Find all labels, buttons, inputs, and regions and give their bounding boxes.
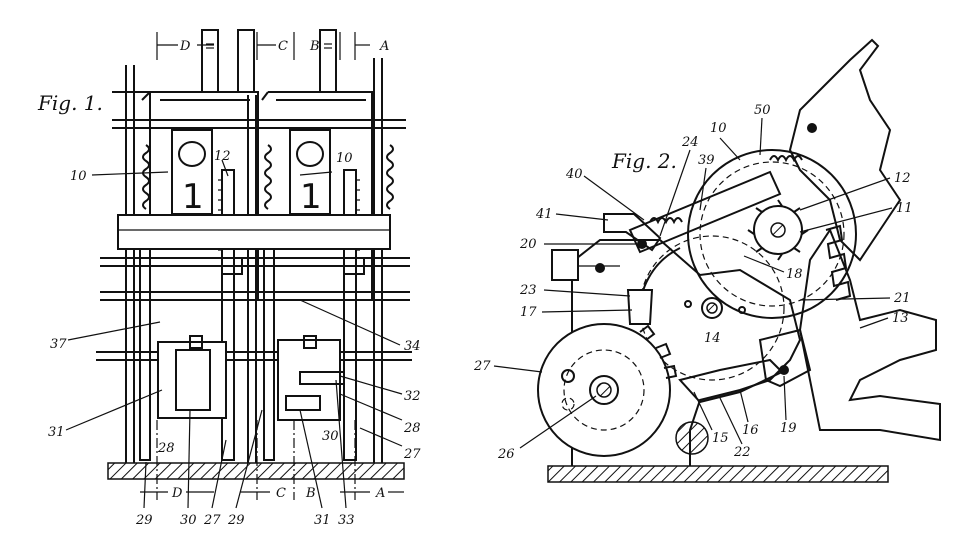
fig1-ref-27b: 27 <box>403 447 421 462</box>
fig2-ref-21: 21 <box>893 291 911 306</box>
fig1-ref-30b: 30 <box>322 429 339 444</box>
fig1-base-plate <box>107 462 405 480</box>
fig2-top-bracket <box>788 38 902 262</box>
fig2-ref-11: 11 <box>896 201 913 216</box>
fig2-ref-10: 10 <box>710 121 727 136</box>
fig2-pivot-19 <box>779 365 789 375</box>
fig2-ref-22: 22 <box>733 445 751 460</box>
fig2-ref-13: 13 <box>892 311 909 326</box>
fig2-title: Fig. 2. <box>611 149 677 173</box>
section-d-top: D <box>179 39 191 54</box>
section-b-bottom: B <box>305 486 316 501</box>
fig2-ref-23: 23 <box>519 283 537 298</box>
fig1-ref-30a: 30 <box>180 513 197 528</box>
fig1-ref-34: 34 <box>404 339 421 354</box>
fig1-cross-shafts <box>96 214 412 361</box>
fig2-shaft-section <box>675 421 709 455</box>
fig2-piece-17 <box>626 289 654 325</box>
section-c-bottom: C <box>276 486 286 501</box>
section-a-bottom: A <box>375 486 385 501</box>
fig1-section-markers-top: D C B A <box>156 32 389 60</box>
fig1-number-wheels: 1 1 <box>171 129 331 217</box>
fig2-ref-40: 40 <box>565 167 583 182</box>
fig2-rack-teeth <box>825 224 852 301</box>
fig2-ref-15: 15 <box>712 431 729 446</box>
fig2-ref-16: 16 <box>742 423 759 438</box>
fig1-center-lines <box>156 420 356 500</box>
fig1-top-bails <box>112 91 406 300</box>
fig2-ref-50: 50 <box>754 103 771 118</box>
fig2-ref-12: 12 <box>894 171 911 186</box>
section-a-top: A <box>379 39 389 54</box>
section-b-top: B <box>309 39 320 54</box>
fig2-ref-41: 41 <box>535 207 553 222</box>
fig2-wheel-10 <box>687 149 857 319</box>
fig2-ref-24: 24 <box>681 135 699 150</box>
fig2-pivot-top <box>807 123 817 133</box>
fig2-ref-39: 39 <box>698 153 715 168</box>
fig1-ref-32: 32 <box>404 389 421 404</box>
wheel-digit-left: 1 <box>182 177 204 217</box>
fig2-ref-14: 14 <box>704 331 721 346</box>
fig1-title: Fig. 1. <box>37 91 103 115</box>
fig1-ref-29a: 29 <box>135 513 153 528</box>
fig1-ref-10a: 10 <box>70 169 87 184</box>
fig1-ref-31b: 31 <box>314 513 331 528</box>
fig2-spring-50 <box>769 155 803 163</box>
fig2-block-23 <box>551 249 579 281</box>
fig2-frame-body <box>571 239 802 466</box>
fig2-wheel-10-inner <box>699 161 845 307</box>
figure-1: Fig. 1. D C B A <box>37 29 421 528</box>
fig2-pinion-12 <box>747 199 809 261</box>
fig2-ref-18: 18 <box>786 267 803 282</box>
wheel-digit-right: 1 <box>300 177 322 217</box>
fig1-ref-12: 12 <box>214 149 231 164</box>
fig2-ref-17: 17 <box>520 305 537 320</box>
fig1-ref-10b: 10 <box>336 151 353 166</box>
figure-2: Fig. 2. <box>473 38 941 483</box>
fig1-lower-blocks <box>157 257 365 421</box>
fig1-leader-lines <box>65 159 403 509</box>
fig1-ref-28b: 28 <box>403 421 421 436</box>
section-c-top: C <box>278 39 288 54</box>
fig2-ref-20: 20 <box>519 237 537 252</box>
fig1-ref-29b: 29 <box>227 513 245 528</box>
section-d-bottom: D <box>171 486 183 501</box>
fig1-section-markers-bottom: D C B A <box>140 486 404 501</box>
fig1-springs <box>142 144 394 210</box>
fig1-ref-28a: 28 <box>157 441 175 456</box>
fig1-ref-37: 37 <box>50 337 67 352</box>
fig2-base-plate <box>547 465 889 483</box>
fig2-lever-13 <box>798 227 941 442</box>
fig2-wheel-27 <box>537 323 678 457</box>
fig2-link-19 <box>758 328 812 388</box>
fig2-leader-lines <box>493 117 893 449</box>
fig2-ref-19: 19 <box>780 421 797 436</box>
fig2-ref-26: 26 <box>497 447 515 462</box>
fig1-ref-27a: 27 <box>203 513 221 528</box>
fig2-ref-27: 27 <box>473 359 491 374</box>
fig2-pawl-41 <box>595 213 662 273</box>
fig1-ref-31a: 31 <box>48 425 65 440</box>
fig1-ref-33: 33 <box>338 513 355 528</box>
fig1-frame-posts <box>125 58 383 463</box>
